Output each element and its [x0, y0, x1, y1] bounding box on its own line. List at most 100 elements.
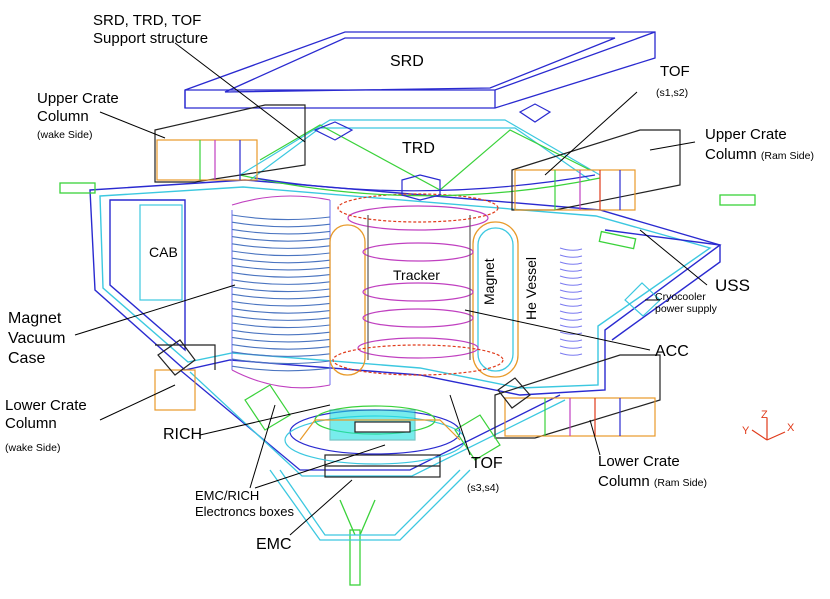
magnet-coils — [329, 221, 519, 378]
vessel-ring — [559, 275, 583, 279]
axis-z-label: Z — [761, 409, 768, 421]
label-tof-top: TOF — [660, 63, 690, 80]
rich-region — [284, 405, 466, 465]
vessel-ring — [559, 261, 583, 265]
vessel-ring — [559, 310, 583, 314]
label-upper-crate-ram-row: Column (Ram Side) — [705, 146, 814, 165]
vacuum-case-ring — [231, 300, 331, 307]
vessel-ring — [559, 282, 583, 286]
vacuum-case-ring — [231, 329, 331, 336]
label-lower-crate-wake-line2: Column — [5, 415, 57, 432]
vacuum-case-ring — [231, 228, 331, 235]
label-tracker: Tracker — [393, 267, 440, 283]
label-magnet-vacuum-case: Magnet Vacuum Case — [8, 309, 66, 369]
upper-crate-wake — [154, 104, 306, 183]
label-lower-crate-wake-sub: (wake Side) — [5, 442, 61, 454]
vacuum-case-ring — [231, 236, 331, 242]
vacuum-case-ring — [231, 322, 331, 329]
label-he-vessel: He Vessel — [523, 256, 539, 320]
vacuum-case-ring — [231, 308, 331, 314]
tracker-planes — [332, 193, 504, 376]
axis-y-label: Y — [742, 425, 750, 437]
label-cryocooler: Cryocooler power supply — [655, 291, 717, 315]
label-magnet-case-line1: Magnet — [8, 310, 62, 327]
label-magnet-case-line2: Vacuum — [8, 330, 66, 347]
vessel-ring — [559, 247, 583, 251]
label-emc: EMC — [256, 536, 292, 553]
label-emc-rich-line1: EMC/RICH — [195, 488, 260, 503]
srd-plate — [184, 31, 656, 109]
label-upper-crate-wake-line2: Column — [37, 108, 89, 125]
vessel-ring — [559, 324, 583, 328]
label-srd: SRD — [390, 53, 424, 70]
vessel-ring — [559, 289, 583, 293]
vessel-ring — [559, 345, 583, 349]
vacuum-case-ring — [231, 315, 331, 321]
vessel-ring — [559, 303, 583, 307]
label-cryocooler-line2: power supply — [655, 303, 717, 315]
label-upper-crate-ram-sub: (Ram Side) — [760, 150, 814, 162]
right-vessel-rings — [559, 247, 583, 356]
vessel-ring — [559, 296, 583, 300]
label-support-line2: Support structure — [93, 30, 209, 47]
label-cab: CAB — [149, 244, 178, 260]
lower-crate-wake — [154, 339, 216, 411]
label-trd: TRD — [402, 140, 435, 157]
vacuum-case-ring — [231, 257, 331, 264]
side-rods — [59, 182, 756, 250]
uss-frame — [89, 179, 722, 396]
vacuum-case-ring — [231, 243, 331, 249]
label-lower-crate-wake: Lower Crate Column (wake Side) — [5, 397, 87, 457]
vacuum-case-ring — [231, 344, 331, 350]
vessel-ring — [559, 331, 583, 335]
label-upper-crate-ram-line1: Upper Crate — [705, 126, 787, 143]
vacuum-case-ring — [231, 336, 331, 343]
label-rich: RICH — [163, 426, 203, 443]
lower-crate-ram — [494, 354, 661, 439]
label-lower-crate-ram-line2: Column — [598, 473, 650, 490]
vacuum-case-ring — [231, 250, 331, 257]
label-uss: USS — [715, 276, 750, 295]
axis-x-label: X — [787, 422, 795, 434]
vacuum-case-ring — [231, 272, 331, 278]
label-support-structure: SRD, TRD, TOF Support structure — [93, 12, 208, 48]
vacuum-case-ring — [231, 365, 331, 372]
leader-lines — [74, 42, 708, 536]
label-upper-crate-wake-sub: (wake Side) — [37, 129, 93, 141]
label-tof-top-sub: (s1,s2) — [656, 87, 689, 99]
label-tof-bottom: TOF — [471, 455, 503, 472]
label-lower-crate-ram-sub: (Ram Side) — [653, 477, 707, 489]
vacuum-case-ring — [231, 286, 331, 293]
label-lower-crate-ram-line1: Lower Crate — [598, 453, 680, 470]
label-support-line1: SRD, TRD, TOF — [93, 12, 202, 29]
vacuum-case-ring — [231, 358, 331, 365]
vessel-ring — [559, 317, 583, 321]
label-acc: ACC — [655, 343, 689, 360]
emc-box — [324, 454, 441, 478]
trd-cone — [239, 103, 601, 201]
vacuum-case-ring — [231, 264, 331, 271]
upper-crate-ram — [511, 129, 681, 211]
vacuum-case-ring — [231, 221, 331, 228]
label-magnet: Magnet — [481, 258, 497, 305]
vessel-ring — [559, 268, 583, 272]
label-cryocooler-line1: Cryocooler — [655, 291, 706, 303]
vessel-ring — [559, 338, 583, 342]
vacuum-case-ring — [231, 279, 331, 285]
vessel-ring — [559, 352, 583, 356]
label-upper-crate-ram-line2: Column — [705, 146, 757, 163]
label-tof-bottom-sub: (s3,s4) — [467, 482, 500, 494]
axis-indicator — [751, 418, 786, 441]
vacuum-case-ring — [231, 351, 331, 357]
label-lower-crate-wake-line1: Lower Crate — [5, 397, 87, 414]
label-lower-crate-ram-row: Column (Ram Side) — [598, 473, 707, 492]
label-upper-crate-wake: Upper Crate Column (wake Side) — [37, 90, 119, 144]
label-emc-rich-line2: Electroncs boxes — [195, 504, 294, 519]
cab-block — [139, 204, 183, 301]
label-upper-crate-wake-line1: Upper Crate — [37, 90, 119, 107]
label-emc-rich-boxes: EMC/RICH Electroncs boxes — [195, 488, 294, 520]
bottom-rod — [339, 499, 376, 586]
vacuum-case-ring — [231, 293, 331, 300]
